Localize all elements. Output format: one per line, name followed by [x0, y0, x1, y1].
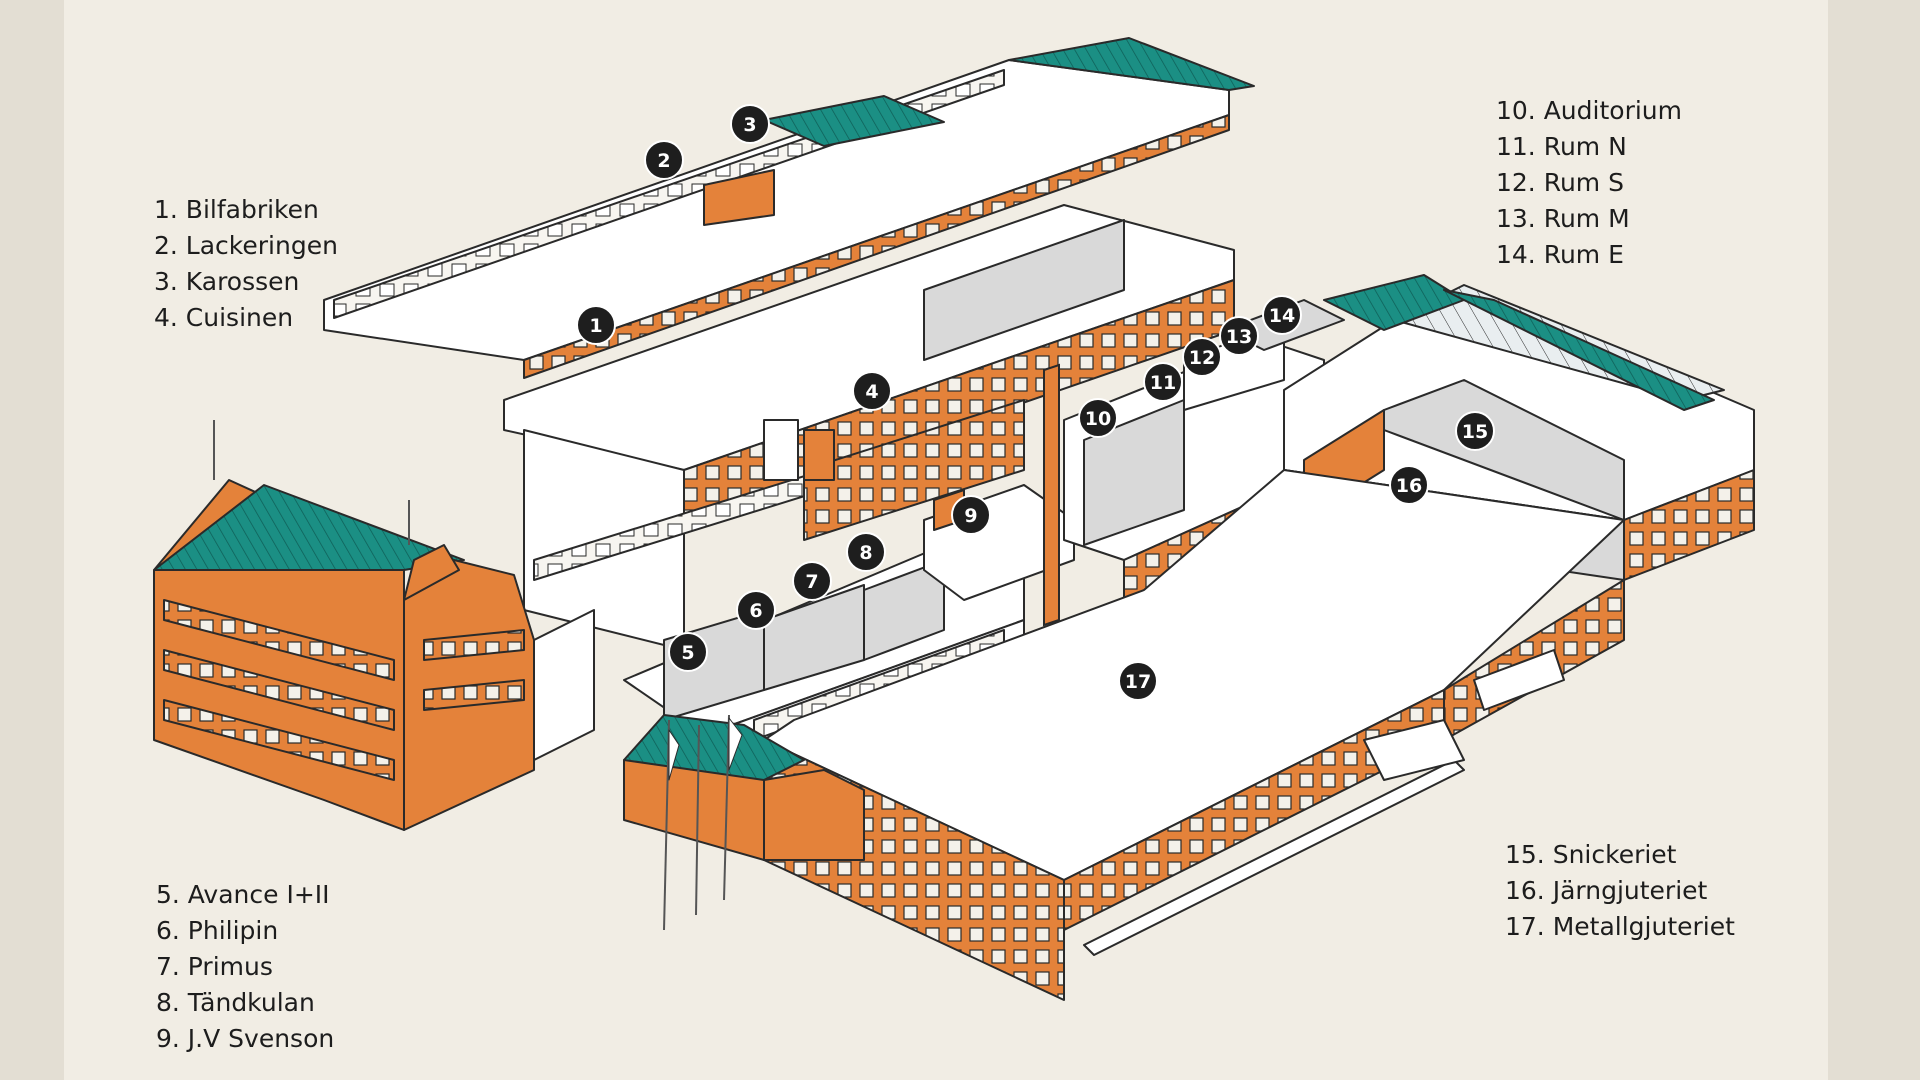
- legend-item[interactable]: 8. Tändkulan: [156, 988, 315, 1017]
- legend-item[interactable]: 14. Rum E: [1496, 240, 1624, 269]
- legend-item[interactable]: 12. Rum S: [1496, 168, 1624, 197]
- legend-item[interactable]: 1. Bilfabriken: [154, 195, 319, 224]
- marker-3[interactable]: 3: [730, 104, 770, 144]
- marker-17[interactable]: 17: [1118, 661, 1158, 701]
- legend-item[interactable]: 10. Auditorium: [1496, 96, 1682, 125]
- marker-label: 1: [589, 315, 602, 337]
- marker-11[interactable]: 11: [1143, 362, 1183, 402]
- legend-item[interactable]: 16. Järngjuteriet: [1505, 876, 1708, 905]
- marker-10[interactable]: 10: [1078, 398, 1118, 438]
- marker-label: 15: [1462, 421, 1488, 443]
- legend-item[interactable]: 3. Karossen: [154, 267, 300, 296]
- marker-12[interactable]: 12: [1182, 337, 1222, 377]
- legend-item[interactable]: 17. Metallgjuteriet: [1505, 912, 1735, 941]
- chimney: [1043, 363, 1060, 627]
- legend-list-halls-15-17: 15. Snickeriet 16. Järngjuteriet 17. Metal…: [1505, 837, 1735, 945]
- marker-label: 13: [1226, 326, 1252, 348]
- marker-label: 17: [1125, 671, 1151, 693]
- marker-15[interactable]: 15: [1455, 411, 1495, 451]
- legend-item[interactable]: 11. Rum N: [1496, 132, 1627, 161]
- legend-item[interactable]: 4. Cuisinen: [154, 303, 294, 332]
- building-cuisinen: [503, 204, 1235, 651]
- legend-item[interactable]: 6. Philipin: [156, 916, 279, 945]
- marker-7[interactable]: 7: [792, 561, 832, 601]
- legend-item[interactable]: 5. Avance I+II: [156, 880, 330, 909]
- marker-label: 3: [743, 114, 756, 136]
- marker-14[interactable]: 14: [1262, 295, 1302, 335]
- legend-list-rooms-10-14: 10. Auditorium 11. Rum N 12. Rum S 13. Rum …: [1496, 93, 1682, 273]
- marker-label: 11: [1150, 372, 1176, 394]
- marker-label: 10: [1085, 408, 1111, 430]
- marker-4[interactable]: 4: [852, 371, 892, 411]
- marker-1[interactable]: 1: [576, 305, 616, 345]
- legend-item[interactable]: 15. Snickeriet: [1505, 840, 1677, 869]
- marker-label: 5: [681, 642, 694, 664]
- marker-label: 7: [805, 571, 818, 593]
- marker-13[interactable]: 13: [1219, 316, 1259, 356]
- building-bilfabriken-roof: [323, 37, 1255, 379]
- marker-2[interactable]: 2: [644, 140, 684, 180]
- legend-item[interactable]: 7. Primus: [156, 952, 273, 981]
- legend-list-buildings-1-4: 1. Bilfabriken 2. Lackeringen 3. Karossen 4…: [154, 192, 338, 336]
- marker-label: 6: [749, 600, 762, 622]
- legend-list-rooms-5-9: 5. Avance I+II 6. Philipin 7. Primus 8. Tän…: [156, 877, 334, 1057]
- building-metallgjuteriet: [763, 469, 1625, 1001]
- marker-label: 16: [1396, 475, 1422, 497]
- marker-6[interactable]: 6: [736, 590, 776, 630]
- building-office-front: [153, 420, 595, 831]
- marker-label: 8: [859, 542, 872, 564]
- marker-label: 12: [1189, 347, 1215, 369]
- marker-9[interactable]: 9: [951, 495, 991, 535]
- marker-label: 2: [657, 150, 670, 172]
- legend-item[interactable]: 13. Rum M: [1496, 204, 1630, 233]
- building-entrance: [623, 714, 865, 931]
- marker-8[interactable]: 8: [846, 532, 886, 572]
- marker-label: 14: [1269, 305, 1295, 327]
- legend-item[interactable]: 9. J.V Svenson: [156, 1024, 335, 1053]
- marker-5[interactable]: 5: [668, 632, 708, 672]
- marker-16[interactable]: 16: [1389, 465, 1429, 505]
- marker-label: 9: [964, 505, 977, 527]
- marker-label: 4: [865, 381, 878, 403]
- legend-item[interactable]: 2. Lackeringen: [154, 231, 338, 260]
